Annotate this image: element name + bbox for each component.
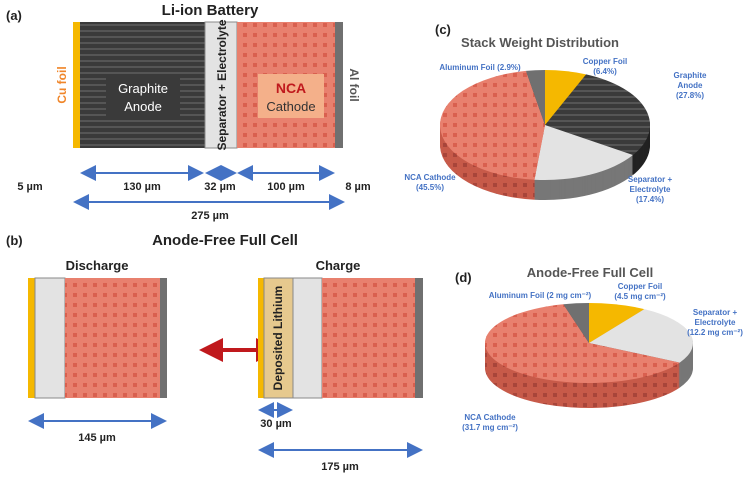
pie-slice-copper-foil xyxy=(545,70,587,125)
cu-foil-label: Cu foil xyxy=(55,66,69,103)
pie-slice-graphite-anode xyxy=(545,74,650,156)
anode-label: Graphite xyxy=(118,81,168,96)
aluminum-foil-layer xyxy=(160,278,167,398)
nca-cathode-layer xyxy=(322,278,415,398)
aluminum-foil-layer xyxy=(415,278,423,398)
dim-lithium: 30 µm xyxy=(260,418,292,430)
copper-foil-layer xyxy=(73,22,80,148)
panel-a: (a) Li-ion Battery Cu foil Al foil Graph… xyxy=(6,2,371,222)
cathode-label: NCA xyxy=(276,80,306,96)
pie-slice-aluminum-foil xyxy=(563,303,589,343)
discharge-label: Discharge xyxy=(66,258,129,273)
copper-foil-layer xyxy=(258,278,264,398)
pie-label: Anode xyxy=(678,81,703,90)
panel-c: (c) Stack Weight Distribution Copper Foi… xyxy=(404,22,707,204)
panel-label: (c) xyxy=(435,22,451,37)
nca-cathode-layer xyxy=(65,278,160,398)
pie-label: (6.4%) xyxy=(593,67,617,76)
separator-layer xyxy=(204,21,238,149)
panel-title: Anode-Free Full Cell xyxy=(152,232,298,249)
pie-label: (4.5 mg cm⁻²) xyxy=(614,292,666,301)
separator-layer xyxy=(34,277,66,399)
pie-label: (12.2 mg cm⁻²) xyxy=(687,328,743,337)
pie-slice-separator-electrolyte xyxy=(589,309,693,363)
al-foil-label: Al foil xyxy=(347,68,361,101)
pie-label: Aluminum Foil (2 mg cm⁻²) xyxy=(489,291,592,300)
anode-label-2: Anode xyxy=(124,99,162,114)
pie-slice-separator-electrolyte xyxy=(534,125,633,180)
panel-b: (b) Anode-Free Full Cell Discharge Charg… xyxy=(6,232,423,473)
pie-slice-nca-cathode xyxy=(440,70,545,180)
dim-discharge: 145 µm xyxy=(78,432,116,444)
copper-foil-layer xyxy=(28,278,35,398)
pie-label: Electrolyte xyxy=(695,318,736,327)
panel-label: (d) xyxy=(455,270,472,285)
dim-charge: 175 µm xyxy=(321,461,359,473)
pie-label: Graphite xyxy=(674,71,707,80)
aluminum-foil-layer xyxy=(335,22,343,148)
pie-label: (27.8%) xyxy=(676,91,704,100)
panel-label: (a) xyxy=(6,8,22,23)
cathode-label-2: Cathode xyxy=(266,99,315,114)
dim-aluminum: 8 µm xyxy=(345,181,371,193)
pie-slice-aluminum-foil xyxy=(525,70,545,125)
pie-label: NCA Cathode xyxy=(404,173,456,182)
pie-label: Separator + xyxy=(693,308,738,317)
pie-label: (31.7 mg cm⁻²) xyxy=(462,423,518,432)
deposited-lithium-label: Deposited Lithium xyxy=(271,286,285,391)
chart-title: Stack Weight Distribution xyxy=(461,35,619,50)
separator-layer xyxy=(292,277,323,399)
pie-label: NCA Cathode xyxy=(464,413,516,422)
dim-total: 275 µm xyxy=(191,210,229,222)
pie-label: Copper Foil xyxy=(583,57,627,66)
pie-label: Separator + xyxy=(628,175,673,184)
pie-label: Aluminum Foil (2.9%) xyxy=(439,63,521,72)
separator-label: Separator + Electrolyte xyxy=(215,19,229,150)
dim-copper: 5 µm xyxy=(17,181,43,193)
pie-label: Electrolyte xyxy=(630,185,671,194)
pie-label: (17.4%) xyxy=(636,195,664,204)
dim-separator: 32 µm xyxy=(204,181,236,193)
pie-label: Copper Foil xyxy=(618,282,662,291)
charge-label: Charge xyxy=(316,258,361,273)
panel-d: (d) Anode-Free Full Cell Copper Foil(4.5… xyxy=(455,265,743,432)
dim-cathode: 100 µm xyxy=(267,181,305,193)
dim-anode: 130 µm xyxy=(123,181,161,193)
pie-slice-copper-foil xyxy=(589,303,645,343)
panel-label: (b) xyxy=(6,233,23,248)
cathode-label-box xyxy=(258,74,324,118)
pie-chart-anode-free: Copper Foil(4.5 mg cm⁻²) Separator +Elect… xyxy=(462,282,743,432)
pie-slice-nca-cathode xyxy=(485,304,680,383)
panel-title: Li-ion Battery xyxy=(162,2,259,19)
anode-label-box xyxy=(106,74,180,118)
pie-label: (45.5%) xyxy=(416,183,444,192)
chart-title: Anode-Free Full Cell xyxy=(527,265,653,280)
